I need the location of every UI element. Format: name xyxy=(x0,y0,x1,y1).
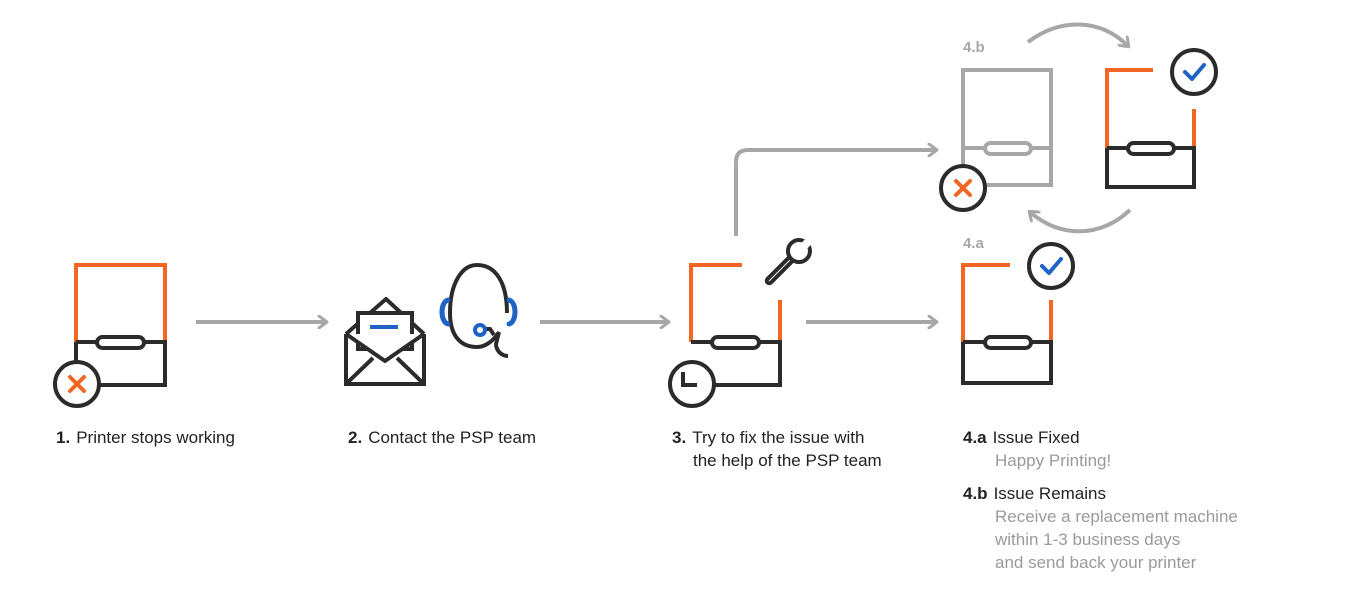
envelope-icon xyxy=(344,297,426,386)
step-2-label: 2.Contact the PSP team xyxy=(348,428,537,447)
step-4b-sub-line3: and send back your printer xyxy=(995,553,1197,572)
printer-fixed-icon xyxy=(961,242,1075,385)
step-4a-sub: Happy Printing! xyxy=(995,451,1112,470)
tag-4b: 4.b xyxy=(963,39,985,56)
clock-icon xyxy=(668,360,716,408)
wrench-icon xyxy=(764,238,812,286)
tag-4a: 4.a xyxy=(963,235,985,252)
step-1-label: 1.Printer stops working xyxy=(56,428,235,447)
arrow-3-to-4b xyxy=(734,150,936,236)
printer-error-icon xyxy=(53,263,167,408)
error-x-icon xyxy=(939,164,987,212)
check-icon xyxy=(1027,242,1075,290)
error-x-icon xyxy=(53,360,101,408)
printer-replacement-icon xyxy=(1105,48,1218,189)
printer-icon xyxy=(689,263,782,387)
check-icon xyxy=(1170,48,1218,96)
step-3-label-line2: the help of the PSP team xyxy=(693,451,882,470)
step-4b-sub-line1: Receive a replacement machine xyxy=(995,507,1238,526)
broken-printer-icon xyxy=(939,68,1053,212)
exchange-arrows-icon xyxy=(1026,22,1132,234)
step-4b-sub-line2: within 1-3 business days xyxy=(995,530,1181,549)
step-3-label: 3.Try to fix the issue with xyxy=(672,428,865,447)
headset-icon xyxy=(439,262,518,358)
